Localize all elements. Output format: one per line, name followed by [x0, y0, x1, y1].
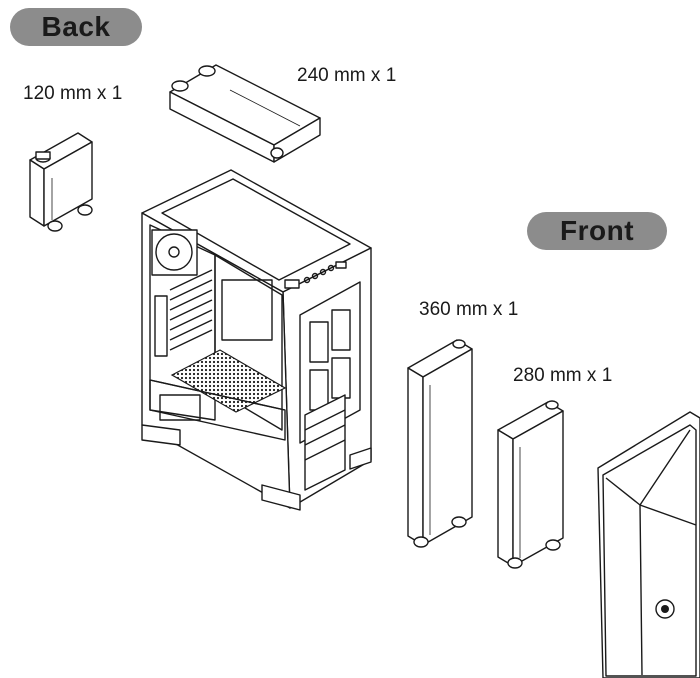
radiator-360: [407, 339, 473, 548]
radiator-240: [169, 64, 321, 163]
radiator-240-label: 240 mm x 1: [297, 65, 397, 86]
front-panel: [597, 411, 700, 678]
radiator-280-label: 280 mm x 1: [513, 365, 613, 386]
front-io: [284, 261, 347, 289]
logo-icon: [655, 599, 675, 619]
rear-fan: [151, 229, 198, 276]
pcie-slots: [154, 269, 213, 357]
radiator-120: [29, 132, 93, 232]
pc-case: [141, 169, 372, 511]
radiator-280: [497, 400, 564, 569]
back-label: Back: [10, 8, 142, 46]
front-label: Front: [527, 212, 667, 250]
radiator-120-label: 120 mm x 1: [23, 83, 123, 104]
radiator-360-label: 360 mm x 1: [419, 299, 519, 320]
